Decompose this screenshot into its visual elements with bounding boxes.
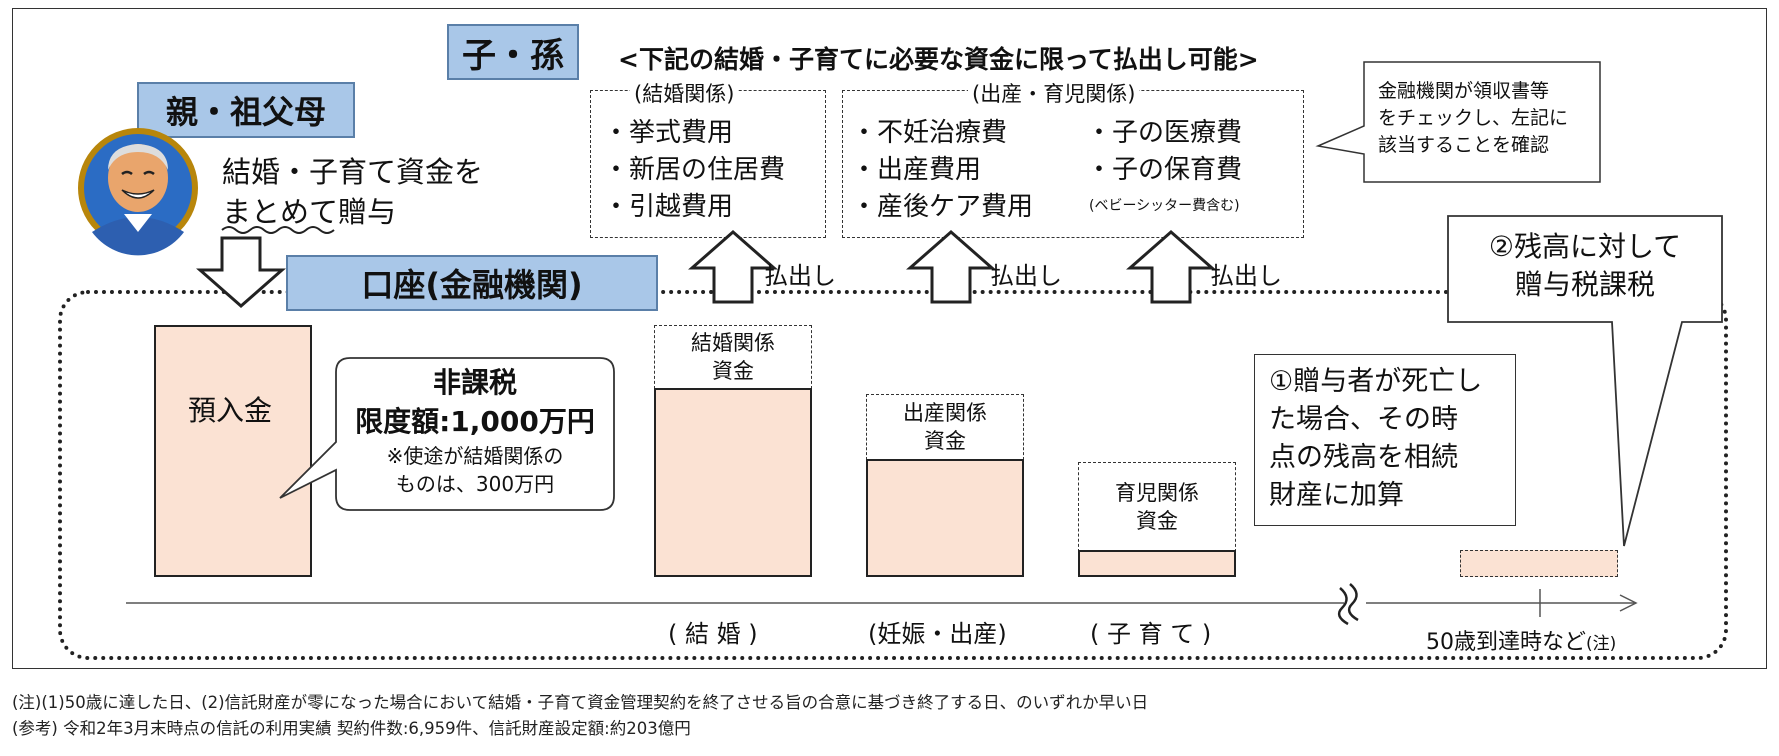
bank-note-line: 金融機関が領収書等 — [1378, 80, 1550, 102]
withdraw-label: 払出し — [764, 262, 836, 290]
child-fund-bar — [1078, 550, 1236, 577]
death-note-line: た場合、その時 — [1269, 404, 1458, 435]
condition-title: <下記の結婚・子育てに必要な資金に限って払出し可能> — [618, 45, 1259, 74]
marriage-item: ・挙式費用 — [603, 118, 734, 148]
avatar-hair — [108, 144, 168, 170]
phase-childcare: ( 子 育 て ) — [1090, 620, 1212, 648]
tax-free-title: 非課税 — [432, 366, 517, 399]
marriage-item: ・引越費用 — [603, 192, 734, 222]
tax-free-note: ※使途が結婚関係の — [386, 444, 564, 468]
marriage-group-title: (結婚関係) — [630, 78, 739, 108]
gift-text-line: 結婚・子育て資金を — [222, 155, 484, 189]
avatar-collar — [124, 214, 152, 232]
marriage-expense-box: ・挙式費用 ・新居の住居費 ・引越費用 — [590, 90, 826, 238]
death-note-box: ①贈与者が死亡し た場合、その時 点の残高を相続 財産に加算 — [1254, 354, 1516, 526]
childbirth-item: ・不妊治療費 — [851, 118, 1008, 148]
wavy-underline — [221, 226, 335, 234]
child-fund-label: 資金 — [1136, 509, 1178, 533]
balance-tax-line: 贈与税課税 — [1514, 268, 1655, 301]
age-label: 50歳到達時など(注) — [1426, 624, 1616, 656]
childbirth-item: ・産後ケア費用 — [851, 192, 1034, 222]
header-child-label: 子・孫 — [462, 35, 564, 76]
avatar-smile — [121, 189, 155, 199]
child-fund-label: 育児関係 — [1115, 481, 1199, 505]
gift-text: 結婚・子育て資金を まとめて贈与 — [222, 152, 483, 232]
header-parent-label: 親・祖父母 — [165, 93, 326, 131]
bank-note-line: 該当することを確認 — [1378, 134, 1550, 156]
avatar-eyes — [121, 170, 155, 176]
header-child: 子・孫 — [447, 24, 579, 80]
marriage-fund-label-box: 結婚関係 資金 — [654, 325, 812, 389]
withdraw-label: 払出し — [1210, 262, 1282, 290]
grandparent-avatar — [78, 128, 198, 256]
balance-tax-line: ②残高に対して — [1488, 230, 1682, 263]
footnote-line: (参考) 令和2年3月末時点の信託の利用実績 契約件数:6,959件、信託財産設… — [12, 719, 691, 738]
birth-fund-label: 出産関係 — [903, 401, 987, 425]
header-parent: 親・祖父母 — [137, 82, 355, 138]
withdraw-label: 払出し — [990, 262, 1062, 290]
childcare-item: ・子の保育費 — [1086, 155, 1243, 185]
marriage-fund-bar — [654, 388, 812, 577]
childcare-note: (ベビーシッター費含む) — [1089, 198, 1240, 214]
deposit-box: 預入金 — [154, 325, 312, 577]
bank-note-line: をチェックし、左記に — [1378, 107, 1569, 129]
residual-balance-bar — [1460, 550, 1618, 577]
phase-marriage: ( 結 婚 ) — [668, 620, 758, 648]
age-label-text: 50歳到達時など — [1426, 630, 1586, 655]
age-label-note: (注) — [1586, 634, 1617, 654]
marriage-fund-label: 資金 — [712, 359, 754, 383]
birth-fund-label-box: 出産関係 資金 — [866, 394, 1024, 460]
child-fund-label-box: 育児関係 資金 — [1078, 462, 1236, 552]
tax-free-limit: 限度額:1,000万円 — [355, 405, 595, 438]
childcare-item: ・子の医療費 — [1086, 118, 1243, 148]
header-account: 口座(金融機関) — [286, 255, 658, 311]
avatar-body — [92, 217, 184, 256]
death-note-line: 財産に加算 — [1269, 480, 1404, 511]
gift-text-line: まとめて贈与 — [222, 195, 397, 229]
diagram-frame — [12, 8, 1767, 669]
wavy-underline-path — [221, 226, 335, 234]
footnotes: (注)(1)50歳に達した日、(2)信託財産が零になった場合において結婚・子育て… — [12, 690, 1148, 742]
deposit-label: 預入金 — [188, 394, 273, 427]
tax-free-note: ものは、300万円 — [395, 472, 555, 496]
account-region — [58, 290, 1728, 660]
avatar-face — [108, 144, 168, 212]
phase-birth: (妊娠・出産) — [868, 620, 1007, 648]
childbirth-group-title: (出産・育児関係) — [968, 78, 1140, 108]
tax-free-info: 非課税 限度額:1,000万円 ※使途が結婚関係の ものは、300万円 — [336, 364, 614, 498]
birth-fund-label: 資金 — [924, 429, 966, 453]
balance-tax-note: ②残高に対して 贈与税課税 — [1448, 228, 1722, 304]
birth-fund-bar — [866, 459, 1024, 577]
marriage-item: ・新居の住居費 — [603, 155, 786, 185]
bank-note: 金融機関が領収書等 をチェックし、左記に 該当することを確認 — [1378, 78, 1568, 159]
footnote-line: (注)(1)50歳に達した日、(2)信託財産が零になった場合において結婚・子育て… — [12, 693, 1149, 712]
header-account-label: 口座(金融機関) — [361, 266, 583, 304]
death-note-line: ①贈与者が死亡し — [1269, 366, 1483, 397]
death-note-line: 点の残高を相続 — [1269, 442, 1458, 473]
childbirth-expense-box: ・不妊治療費 ・出産費用 ・産後ケア費用 ・子の医療費 ・子の保育費 (ベビーシ… — [842, 90, 1304, 238]
childbirth-item: ・出産費用 — [851, 155, 982, 185]
marriage-fund-label: 結婚関係 — [691, 331, 775, 355]
